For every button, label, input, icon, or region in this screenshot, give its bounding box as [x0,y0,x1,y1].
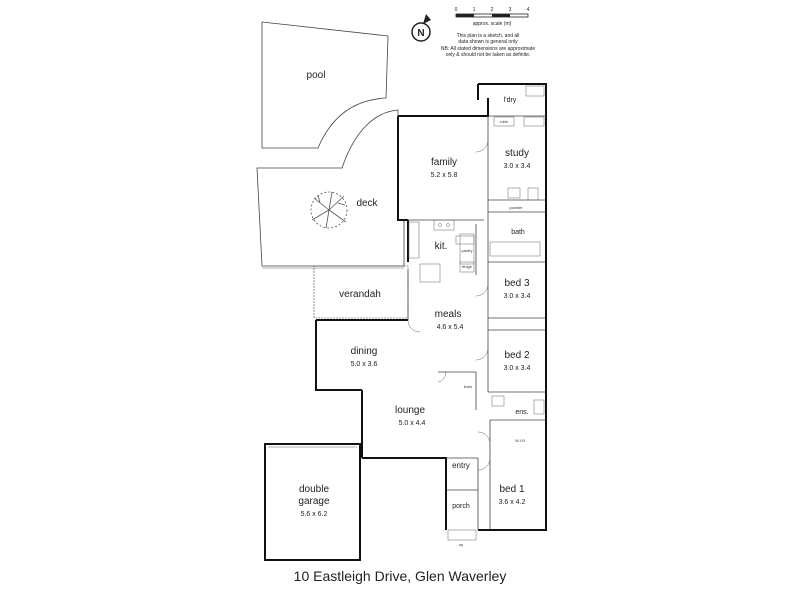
label-wir: W.I.R [515,438,525,443]
tree-icon [310,191,348,229]
room-label-family: family [431,157,457,168]
room-label-dining: dining [351,346,378,357]
room-dim-bed3: 3.0 x 3.4 [504,293,531,300]
room-label-ens: ens. [515,409,528,416]
scale-title: approx. scale (m) [473,21,512,27]
room-label-garage-1: double [299,484,329,495]
room-dim-study: 3.0 x 3.4 [504,163,531,170]
scale-tick-1: 1 [473,7,476,13]
scale-note-3: NB: All stated dimensions are approximat… [441,46,535,52]
room-label-deck: deck [356,198,378,209]
interior-walls [407,115,546,530]
address-caption: 10 Eastleigh Drive, Glen Waverley [293,568,507,584]
verandah-outline [313,265,409,319]
pool-outline [261,21,389,149]
bathtub-icon [489,241,541,257]
laundry-fixtures [493,85,545,127]
scale-bar: 0 1 2 3 4 approx. scale (m) This plan is… [441,7,535,58]
room-label-bed2: bed 2 [504,350,529,361]
room-label-pool: pool [307,70,326,81]
room-label-bed1: bed 1 [499,484,524,495]
room-label-entry: entry [452,461,470,470]
deck-outline [256,109,405,267]
room-label-study: study [505,148,529,159]
label-fridge: fridge [462,264,473,269]
room-label-meals: meals [435,309,462,320]
room-label-bath: bath [511,229,525,236]
label-up: up [459,542,464,547]
room-label-lounge: lounge [395,405,425,416]
scale-tick-0: 0 [455,7,458,13]
scale-note-2: data shown is general only [458,39,518,45]
scale-tick-4: 4 [527,7,530,13]
room-label-bed3: bed 3 [504,278,529,289]
label-pantry: pantry [461,248,472,253]
room-label-porch: porch [452,503,470,510]
scale-note-1: This plan is a sketch, and all [457,33,520,39]
basin-icon [507,187,521,199]
room-dim-lounge: 5.0 x 4.4 [399,420,426,427]
room-label-verandah: verandah [339,289,381,300]
compass-label: N [417,28,424,39]
room-label-garage-2: garage [298,496,330,507]
garage-walls [264,443,361,561]
room-dim-garage: 5.6 x 6.2 [301,511,328,518]
shower-icon [491,395,505,407]
scale-note-4: only & should not be taken as definite. [446,52,531,58]
room-dim-bed2: 3.0 x 3.4 [504,365,531,372]
scale-tick-2: 2 [491,7,494,13]
label-robe-study: robe [500,119,509,124]
toilet-icon [527,187,539,201]
room-label-kit: kit. [435,241,448,252]
room-dim-dining: 5.0 x 3.6 [351,361,378,368]
door-swings [407,139,491,471]
compass-icon: N [411,14,431,42]
label-linen: linen [464,384,472,389]
room-label-powder: powder [509,205,523,210]
porch-step [447,529,477,541]
scale-tick-3: 3 [509,7,512,13]
ens-toilet-icon [533,399,545,415]
room-label-ldry: l'dry [504,97,517,104]
room-dim-meals: 4.6 x 5.4 [437,324,464,331]
room-dim-bed1: 3.6 x 4.2 [499,499,526,506]
room-dim-family: 5.2 x 5.8 [431,172,458,179]
kitchen-fixtures [408,219,475,283]
